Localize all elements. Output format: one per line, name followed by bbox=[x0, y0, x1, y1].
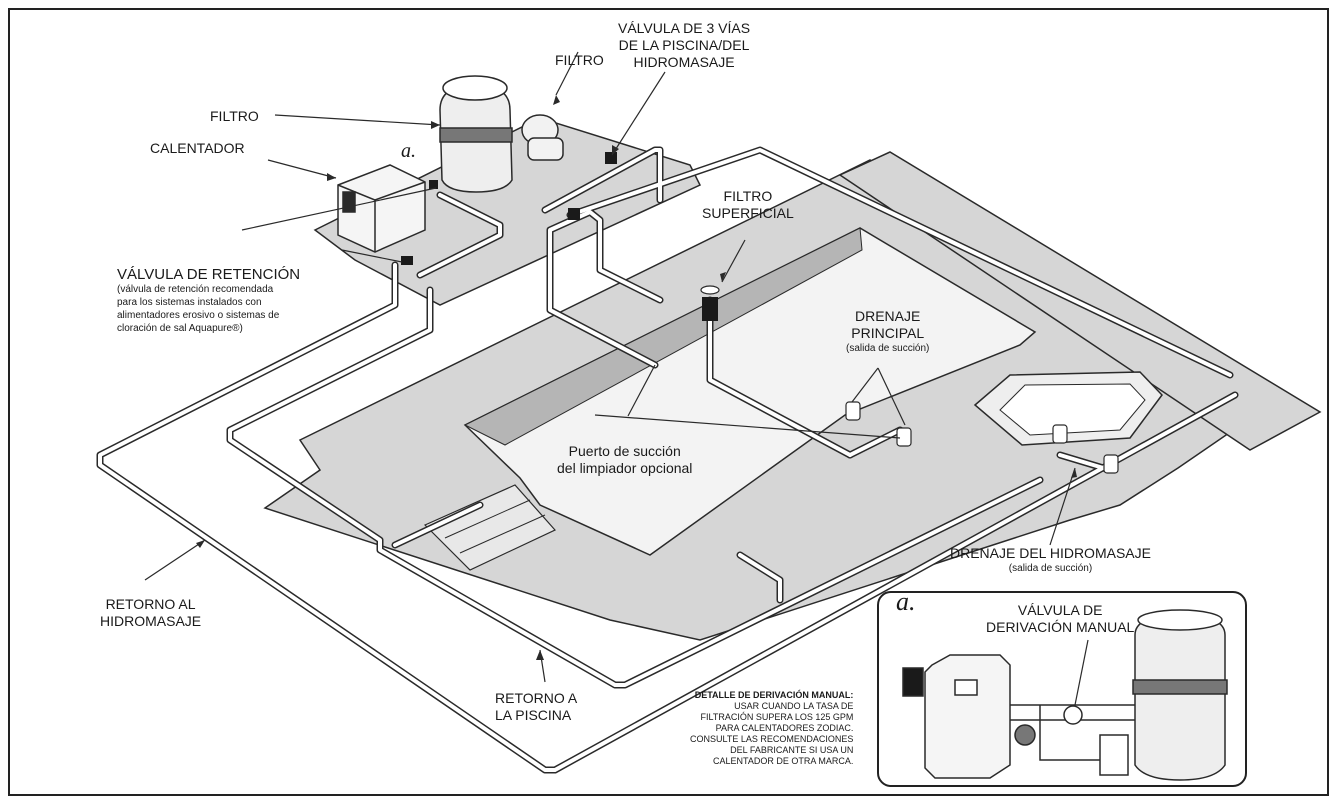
bypass-leader bbox=[1074, 639, 1089, 706]
heater-icon bbox=[337, 164, 426, 253]
pump-icon bbox=[521, 114, 564, 161]
main-drain-icons bbox=[845, 401, 1119, 474]
label-cleaner-port: Puerto de succión del limpiador opcional bbox=[557, 443, 693, 476]
label-3-way-valve: VÁLVULA DE 3 VÍAS DE LA PISCINA/DEL HIDR… bbox=[618, 20, 751, 70]
step-line bbox=[444, 499, 531, 539]
label-bypass-valve: VÁLVULA DE DERIVACIÓN MANUAL bbox=[986, 602, 1135, 635]
leader-lines bbox=[144, 51, 1076, 683]
arrowheads bbox=[196, 95, 1077, 660]
valve-icons bbox=[401, 152, 617, 265]
pool-steps bbox=[423, 484, 556, 571]
label-heater: CALENTADOR bbox=[150, 140, 245, 156]
label-filter: FILTRO bbox=[210, 108, 259, 124]
label-return-pool: RETORNO A LA PISCINA bbox=[495, 690, 578, 723]
label-main-drain: DRENAJE PRINCIPAL (salida de succión) bbox=[846, 308, 930, 354]
skimmer-icon bbox=[700, 285, 720, 321]
pool-basin bbox=[463, 227, 1037, 556]
inset-marker: a. bbox=[896, 587, 916, 616]
label-skimmer: FILTRO SUPERFICIAL bbox=[702, 188, 794, 221]
diagram-frame bbox=[8, 8, 1329, 796]
spa-inner bbox=[999, 383, 1146, 436]
bypass-detail-note: DETALLE DE DERIVACIÓN MANUAL: USAR CUAND… bbox=[690, 690, 854, 766]
detail-marker: a. bbox=[401, 140, 416, 162]
label-return-spa: RETORNO AL HIDROMASAJE bbox=[100, 596, 202, 629]
label-filter-pump: FILTRO bbox=[555, 52, 604, 68]
pool-wall bbox=[463, 227, 863, 446]
bypass-detail-inset bbox=[877, 591, 1247, 787]
label-check-valve: VÁLVULA DE RETENCIÓN (válvula de retenci… bbox=[117, 266, 301, 334]
step-line bbox=[459, 514, 546, 554]
pipe-network bbox=[96, 146, 1239, 774]
label-spa-drain: DRENAJE DEL HIDROMASAJE (salida de succi… bbox=[950, 545, 1151, 574]
filter-icon bbox=[439, 75, 513, 193]
inset-drawing bbox=[902, 609, 1228, 781]
